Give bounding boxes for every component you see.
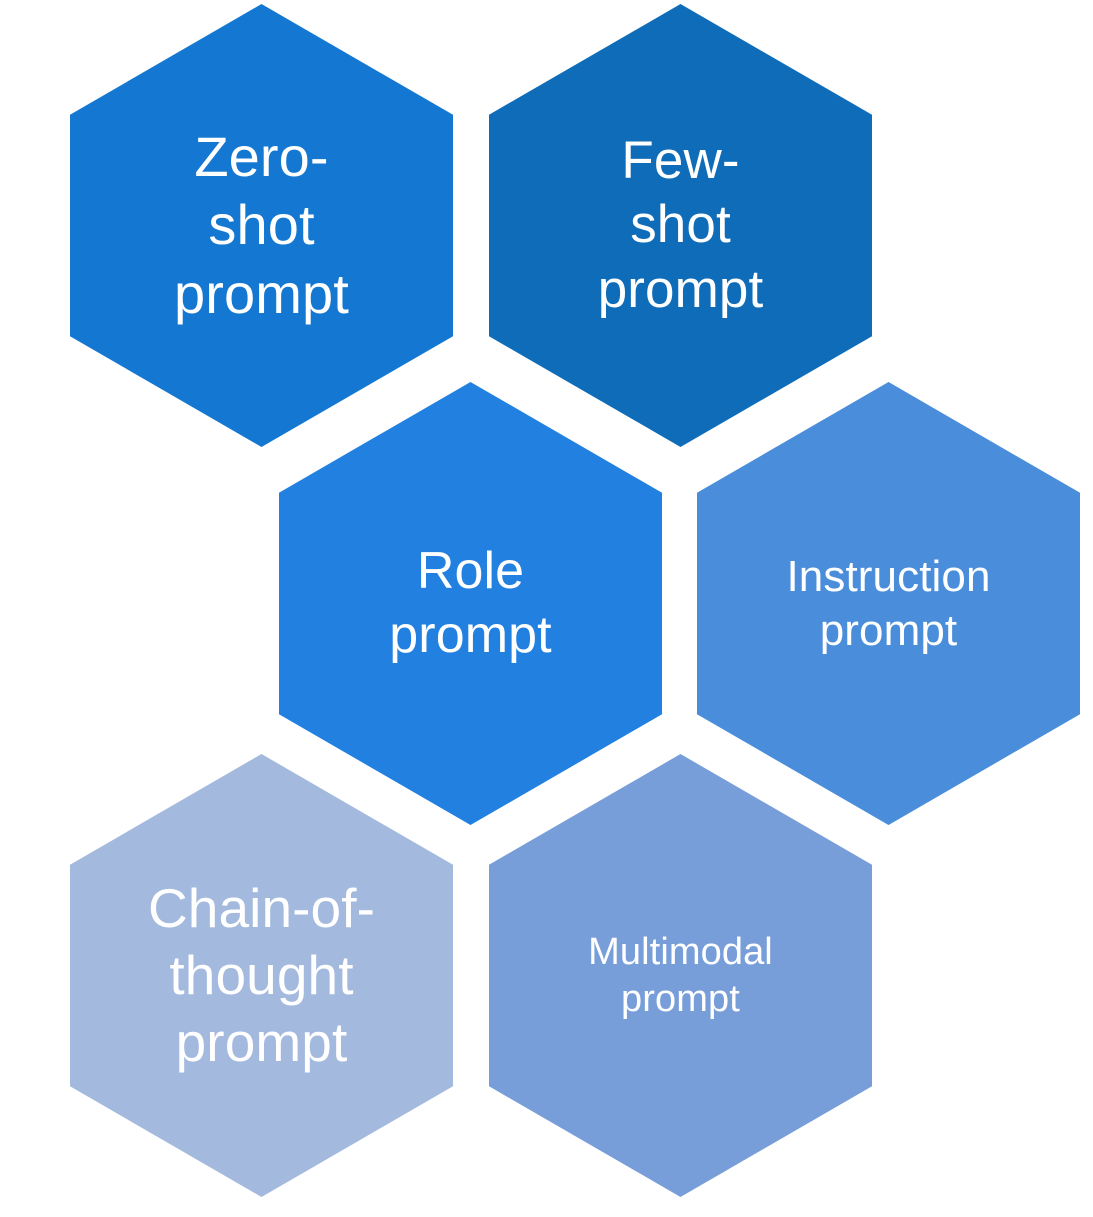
hexagon-instruction-prompt[interactable]: Instruction prompt [697, 382, 1080, 825]
hexagon-label-chain-of-thought-prompt: Chain-of- thought prompt [147, 876, 376, 1074]
hexagon-label-few-shot-prompt: Few- shot prompt [597, 130, 764, 319]
hexagon-chain-of-thought-prompt[interactable]: Chain-of- thought prompt [70, 754, 453, 1197]
hexagon-label-instruction-prompt: Instruction prompt [786, 551, 991, 655]
hexagon-label-role-prompt: Role prompt [389, 542, 552, 664]
hexagon-zero-shot-prompt[interactable]: Zero- shot prompt [70, 4, 453, 447]
hexagon-multimodal-prompt[interactable]: Multimodal prompt [489, 754, 872, 1197]
hexagon-label-zero-shot-prompt: Zero- shot prompt [174, 125, 349, 325]
hexagon-label-multimodal-prompt: Multimodal prompt [588, 931, 773, 1020]
hexagon-role-prompt[interactable]: Role prompt [279, 382, 662, 825]
hexagon-few-shot-prompt[interactable]: Few- shot prompt [489, 4, 872, 447]
